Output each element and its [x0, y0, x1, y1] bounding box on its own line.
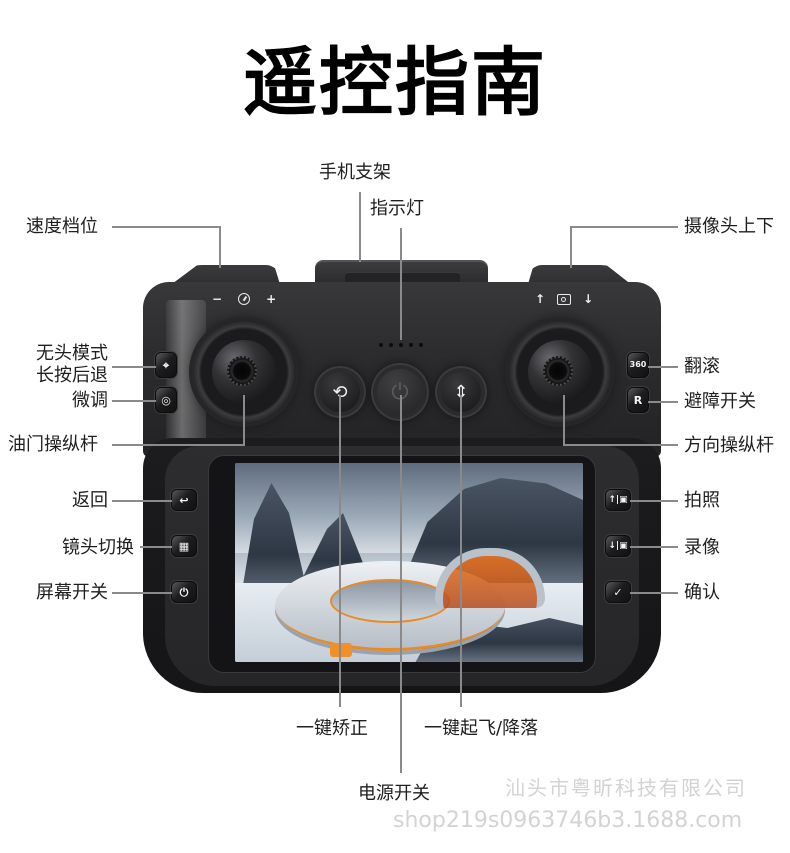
callout-line [359, 192, 361, 262]
label-headless-mode: 无头模式 长按后退 [26, 343, 108, 387]
checkmark-icon: ✓ [613, 585, 623, 599]
headless-mode-button[interactable]: ⌖ [155, 352, 177, 378]
video-button[interactable]: ↓|▣ [605, 535, 631, 557]
photo-button[interactable]: ↑|▣ [605, 489, 631, 511]
takeoff-land-icon: ⇕ [453, 381, 469, 403]
callout-line [243, 395, 245, 446]
label-indicator-light: 指示灯 [370, 198, 424, 219]
gyro-calibrate-icon: ⟲ [332, 381, 348, 403]
label-one-key-takeoff-land: 一键起飞/降落 [424, 718, 539, 739]
screen-switch-button[interactable]: ⏻ [171, 581, 197, 603]
page-title: 遥控指南 [243, 40, 547, 126]
callout-line [112, 500, 172, 502]
label-camera-tilt: 摄像头上下 [684, 216, 774, 237]
label-confirm: 确认 [684, 582, 720, 603]
label-back: 返回 [72, 490, 108, 511]
led-dot [419, 343, 423, 347]
callout-line [630, 592, 678, 594]
compass-rose-icon: ⌖ [162, 358, 170, 372]
throttle-stick-knob [227, 356, 257, 386]
grid-icon: ▦ [178, 539, 190, 553]
callout-line [648, 366, 678, 368]
gauge-icon [238, 293, 251, 305]
minus-icon: − [212, 292, 223, 306]
label-one-key-calibrate: 一键矫正 [296, 718, 368, 739]
callout-line [648, 401, 678, 403]
label-photo: 拍照 [684, 490, 720, 511]
trim-compass-icon: ◎ [161, 393, 171, 407]
label-speed-gear: 速度档位 [26, 216, 98, 237]
label-lens-switch: 镜头切换 [62, 537, 134, 558]
led-dot [379, 343, 383, 347]
camera-icon [557, 293, 572, 305]
track-ring-inner [330, 579, 450, 623]
indicator-lights [379, 343, 423, 347]
video-icon: ↓|▣ [608, 540, 628, 551]
callout-line [112, 226, 220, 228]
flip-button[interactable]: 360 [627, 352, 649, 378]
label-power-switch: 电源开关 [358, 783, 430, 804]
callout-line [460, 395, 462, 707]
callout-line [140, 546, 172, 548]
callout-line [112, 592, 172, 594]
callout-line [630, 546, 678, 548]
label-flip: 翻滚 [684, 356, 720, 377]
label-headless-mode-line1: 无头模式 [36, 343, 108, 364]
callout-line [570, 226, 678, 228]
obstacle-avoid-icon: R [633, 393, 643, 407]
label-throttle-stick: 油门操纵杆 [8, 434, 98, 455]
arrow-up-icon: ↑ [535, 292, 546, 306]
label-video: 录像 [684, 537, 720, 558]
callout-line [630, 500, 678, 502]
label-trim: 微调 [72, 390, 108, 411]
label-screen-switch: 屏幕开关 [36, 582, 108, 603]
callout-line [400, 395, 402, 773]
callout-line [112, 400, 156, 402]
label-phone-mount: 手机支架 [319, 162, 391, 183]
watermark-company: 汕头市粤昕科技有限公司 [505, 776, 747, 800]
callout-line [563, 395, 565, 446]
speed-indicators: − + [212, 292, 276, 306]
callout-line [400, 228, 402, 340]
label-direction-stick: 方向操纵杆 [684, 435, 774, 456]
callout-line [112, 366, 156, 368]
confirm-button[interactable]: ✓ [605, 581, 631, 603]
label-headless-mode-line2: 长按后退 [36, 365, 108, 386]
display-screen [235, 463, 583, 662]
trim-button[interactable]: ◎ [155, 387, 177, 413]
arrow-down-icon: ↓ [583, 292, 594, 306]
callout-line [339, 395, 341, 707]
monitor-power-icon: ⏻ [179, 585, 189, 599]
watermark-url: shop219s0963746b3.1688.com [393, 808, 743, 833]
callout-line [112, 444, 244, 446]
power-icon: ⏻ [391, 379, 409, 405]
orange-glow [330, 643, 352, 657]
lens-switch-button[interactable]: ▦ [171, 535, 197, 557]
plus-icon: + [266, 292, 277, 306]
label-obstacle-avoidance: 避障开关 [684, 391, 756, 412]
led-dot [409, 343, 413, 347]
camera-tilt-indicators: ↑ ↓ [535, 292, 593, 306]
obstacle-avoidance-button[interactable]: R [627, 387, 649, 413]
led-dot [399, 343, 403, 347]
callout-line [219, 226, 221, 268]
callout-line [570, 226, 572, 268]
flip-360-icon: 360 [629, 360, 647, 369]
callout-line [563, 444, 678, 446]
direction-stick-knob [543, 356, 573, 386]
led-dot [389, 343, 393, 347]
power-button[interactable]: ⏻ [377, 369, 423, 415]
back-button[interactable]: ↩ [171, 489, 197, 511]
photo-icon: ↑|▣ [608, 494, 628, 505]
return-arrow-icon: ↩ [179, 493, 189, 507]
